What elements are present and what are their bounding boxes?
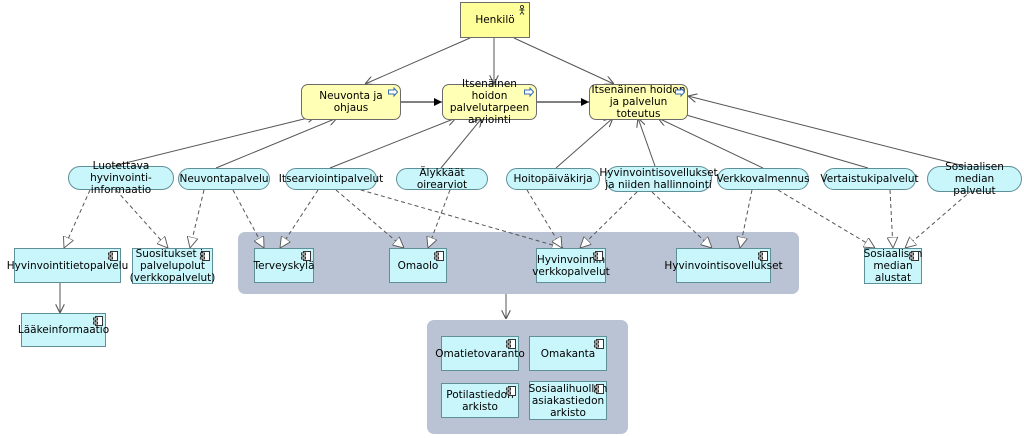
actor-henkilo[interactable]: Henkilö bbox=[460, 2, 530, 38]
component-terveyskyla[interactable]: Terveyskylä bbox=[253, 248, 315, 283]
service-sovellukset-label: Hyvinvointisovellukset ja niiden hallinn… bbox=[599, 167, 718, 191]
component-icon bbox=[758, 251, 768, 261]
component-omatietovaranto-label: Omatietovaranto bbox=[435, 347, 525, 360]
edge-real-hoitopaivakirja-verkkopalvelut bbox=[526, 189, 562, 248]
service-luotettava[interactable]: Luotettava hyvinvointi-informaatio bbox=[68, 160, 174, 196]
service-some-label: Sosiaalisen median palvelut bbox=[945, 161, 1004, 197]
edge-real-verkkovalmennus-hyvsovellukset bbox=[740, 189, 753, 248]
component-icon bbox=[93, 316, 103, 326]
edge-alykkaat-arviointi bbox=[440, 118, 482, 169]
service-alykkaat-label: Älykkäät oirearviot bbox=[416, 167, 468, 191]
process-toteutus-label: Itsenäinen hoidon ja palvelun toteutus bbox=[591, 84, 686, 120]
component-omakanta[interactable]: Omakanta bbox=[529, 336, 607, 371]
service-itsearviointi-label: Itsearviointipalvelut bbox=[278, 173, 384, 185]
service-luotettava-label: Luotettava hyvinvointi-informaatio bbox=[90, 160, 152, 196]
process-arviointi[interactable]: Itsenäinen hoidon palvelutarpeen arvioin… bbox=[442, 78, 537, 126]
component-icon bbox=[506, 386, 516, 396]
service-vertaistuki-label: Vertaistukipalvelut bbox=[820, 173, 919, 185]
edge-real-vertaistuki-somealustat bbox=[890, 189, 893, 248]
component-potilastiedon-label: Potilastiedon arkisto bbox=[446, 388, 514, 413]
edge-real-neuvontapalvelu-suositukset bbox=[190, 189, 205, 248]
edge-actor-toteutus bbox=[513, 37, 614, 84]
component-omakanta-label: Omakanta bbox=[540, 347, 596, 360]
component-icon bbox=[594, 384, 604, 394]
component-icon bbox=[108, 251, 118, 261]
component-icon bbox=[909, 251, 919, 261]
process-neuvonta-label: Neuvonta ja ohjaus bbox=[319, 90, 383, 114]
service-hyvinvointisovellukset-hallinnointi[interactable]: Hyvinvointisovellukset ja niiden hallinn… bbox=[599, 166, 718, 192]
service-verkkovalmennus[interactable]: Verkkovalmennus bbox=[716, 168, 810, 190]
component-hyvinvointitieto-label: Hyvinvointitietopalvelu bbox=[6, 259, 129, 272]
component-sosiaalihuollon-label: Sosiaalihuollon asiakastiedon arkisto bbox=[528, 382, 608, 419]
actor-icon bbox=[519, 5, 525, 15]
component-hyvinvointisovellukset[interactable]: Hyvinvointisovellukset bbox=[664, 248, 783, 283]
process-arrow-icon bbox=[675, 87, 685, 97]
edge-real-alykkaat-omaolo bbox=[428, 189, 451, 248]
component-hyvsovellukset-label: Hyvinvointisovellukset bbox=[664, 259, 783, 272]
edge-itsearvio-arviointi bbox=[329, 118, 456, 169]
component-icon bbox=[506, 339, 516, 349]
component-laakeinformaatio[interactable]: Lääkeinformaatio bbox=[17, 313, 110, 347]
service-neuvontapalvelu[interactable]: Neuvontapalvelu bbox=[178, 168, 270, 190]
component-icon bbox=[301, 251, 311, 261]
process-arrow-icon bbox=[524, 87, 534, 97]
service-sosiaalisen-median-palvelut[interactable]: Sosiaalisen median palvelut bbox=[927, 161, 1022, 197]
edge-some-toteutus bbox=[688, 96, 973, 169]
edge-real-luotettava-hyvinvointitieto bbox=[64, 189, 91, 248]
component-hyvinvoinnin-verkkopalvelut[interactable]: Hyvinvoinnin verkkopalvelut bbox=[532, 248, 610, 283]
edge-real-itsearvio-omaolo bbox=[335, 189, 404, 248]
process-neuvonta-ohjaus[interactable]: Neuvonta ja ohjaus bbox=[301, 84, 401, 120]
edge-real-itsearvio-verkkopalvelut bbox=[353, 187, 563, 248]
edge-actor-neuvonta bbox=[365, 37, 471, 84]
edge-neuvontapalvelu-neuvonta bbox=[215, 118, 337, 169]
service-verkkovalmennus-label: Verkkovalmennus bbox=[716, 173, 810, 185]
component-somealustat-label: Sosiaalisen median alustat bbox=[863, 248, 923, 284]
component-icon bbox=[434, 251, 444, 261]
edge-real-itsearvio-terveyskyla bbox=[280, 189, 319, 248]
infrastructure-group bbox=[238, 232, 799, 294]
edge-luotettava-neuvonta bbox=[104, 116, 316, 169]
actor-label: Henkilö bbox=[475, 14, 515, 26]
edge-real-luotettava-suositukset bbox=[115, 189, 168, 248]
component-icon bbox=[200, 251, 210, 261]
service-hoitopaivakirja[interactable]: Hoitopäiväkirja bbox=[506, 168, 600, 190]
component-terveyskyla-label: Terveyskylä bbox=[253, 259, 315, 272]
component-sosiaalisen-median-alustat[interactable]: Sosiaalisen median alustat bbox=[864, 248, 922, 284]
service-itsearviointi[interactable]: Itsearviointipalvelut bbox=[279, 168, 383, 190]
component-omaolo-label: Omaolo bbox=[397, 259, 439, 272]
edge-hoitopaivakirja-toteutus bbox=[555, 118, 613, 169]
process-toteutus[interactable]: Itsenäinen hoidon ja palvelun toteutus bbox=[589, 84, 688, 120]
edge-real-neuvontapalvelu-terveyskyla bbox=[232, 189, 264, 248]
edge-verkkovalmennus-toteutus bbox=[658, 118, 764, 169]
component-potilastiedon-arkisto[interactable]: Potilastiedon arkisto bbox=[441, 383, 519, 418]
edge-real-some-somealustat bbox=[905, 189, 973, 248]
process-arviointi-label: Itsenäinen hoidon palvelutarpeen arvioin… bbox=[449, 78, 530, 126]
component-icon bbox=[593, 251, 603, 261]
edge-vertaistuki-toteutus bbox=[676, 112, 869, 169]
component-sosiaalihuollon-arkisto[interactable]: Sosiaalihuollon asiakastiedon arkisto bbox=[529, 381, 607, 420]
component-omatietovaranto[interactable]: Omatietovaranto bbox=[435, 336, 525, 371]
component-suositukset-label: Suositukset ja palvelupolut (verkkopalve… bbox=[129, 248, 216, 284]
component-omaolo[interactable]: Omaolo bbox=[389, 248, 447, 283]
edge-real-verkkovalmennus-somealustat bbox=[777, 189, 875, 248]
service-hoitopaivakirja-label: Hoitopäiväkirja bbox=[513, 173, 593, 185]
component-verkkopalvelut-label: Hyvinvoinnin verkkopalvelut bbox=[532, 253, 610, 278]
service-neuvontapalvelu-label: Neuvontapalvelu bbox=[179, 173, 269, 185]
service-vertaistukipalvelut[interactable]: Vertaistukipalvelut bbox=[820, 168, 919, 190]
edge-sovellukset-toteutus bbox=[638, 118, 656, 167]
component-icon bbox=[594, 339, 604, 349]
component-hyvinvointitietopalvelu[interactable]: Hyvinvointitietopalvelu bbox=[7, 248, 128, 283]
component-suositukset[interactable]: Suositukset ja palvelupolut (verkkopalve… bbox=[129, 248, 216, 284]
process-arrow-icon bbox=[388, 87, 398, 97]
service-alykkaat-oirearviot[interactable]: Älykkäät oirearviot bbox=[396, 167, 488, 191]
component-laakeinformaatio-label: Lääkeinformaatio bbox=[17, 324, 110, 336]
edge-real-sovellukset-verkkopalvelut bbox=[580, 191, 638, 248]
